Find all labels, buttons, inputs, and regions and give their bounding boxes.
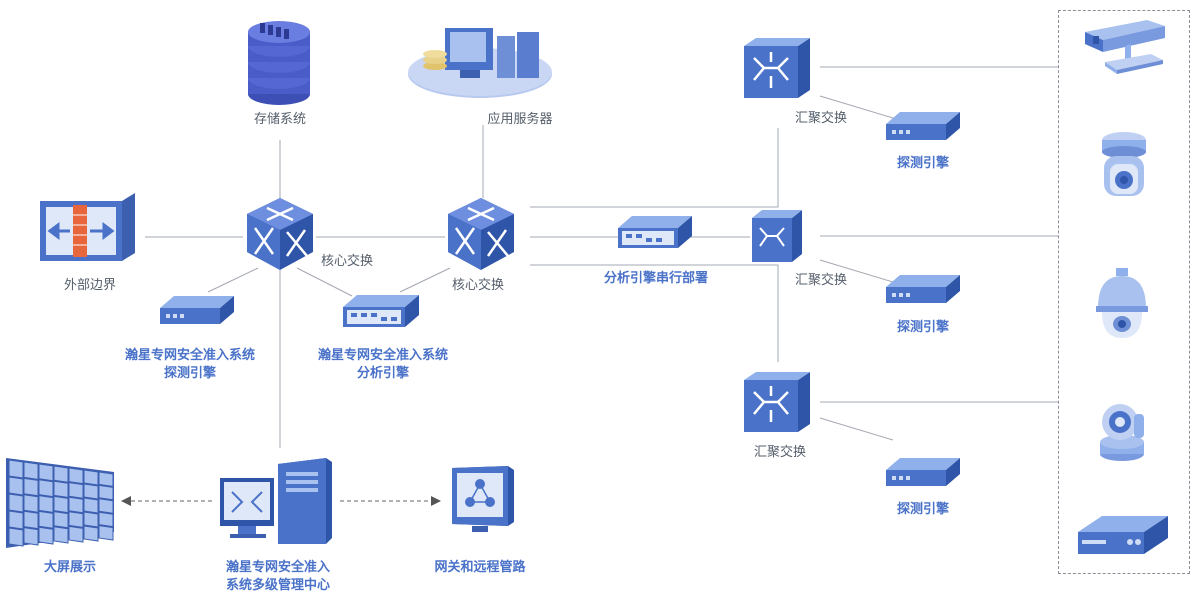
gateway-label: 网关和远程管路 (434, 559, 526, 574)
agg-switch-bottom-icon (744, 372, 810, 432)
serial-analysis-label: 分析引擎串行部署 (603, 270, 708, 285)
storage-label: 存储系统 (253, 111, 306, 126)
external-boundary-label: 外部边界 (63, 277, 116, 292)
firewall-icon (40, 193, 135, 261)
video-wall-cell (8, 459, 24, 479)
probe-engine-system-line-2: 探测引擎 (163, 365, 216, 380)
probe-bottom-label: 探测引擎 (896, 501, 949, 516)
video-wall-cell (38, 526, 54, 545)
gateway-monitor-icon (452, 466, 514, 532)
video-wall-cell (8, 493, 24, 513)
video-wall-cell (68, 511, 84, 528)
agg-switch-top-icon (744, 38, 810, 98)
storage-database-icon (248, 21, 310, 105)
video-wall-cell (98, 484, 114, 501)
probe-top-device-icon (886, 112, 960, 140)
agg-switch-middle-label: 汇聚交换 (794, 272, 847, 287)
dome-camera-icon (1102, 132, 1146, 196)
terminal-devices-group (1058, 10, 1190, 574)
core-switch-right-icon (448, 198, 514, 270)
video-wall-cell (68, 467, 84, 485)
line-core-analysis-right (399, 267, 451, 293)
management-center-line-2: 系统多级管理中心 (225, 577, 330, 592)
video-wall-cell (83, 483, 99, 500)
ceiling-dome-camera-icon (1096, 268, 1148, 338)
ptz-webcam-icon (1100, 404, 1144, 461)
video-wall-cell (23, 494, 39, 513)
analysis-engine-device-icon (343, 295, 419, 327)
line-core-probe (207, 267, 259, 293)
video-wall-cell (83, 469, 99, 486)
video-wall-cell (38, 463, 54, 482)
line-core-agg-bottom (530, 264, 779, 362)
agg-switch-top-label: 汇聚交换 (794, 110, 847, 125)
analysis-engine-system-label: 瀚星专网安全准入系统 分析引擎 (303, 346, 463, 382)
probe-engine-system-label: 瀚星专网安全准入系统 探测引擎 (110, 346, 270, 382)
video-wall-cell (53, 526, 69, 544)
video-wall-cell (8, 527, 24, 547)
video-wall-cell (38, 479, 54, 498)
line-agg-probe-top (819, 95, 894, 119)
video-wall-cell (53, 495, 69, 514)
video-wall-cell (68, 525, 84, 543)
core-switch-left-icon (247, 198, 313, 270)
management-center-icon (220, 458, 332, 544)
nvr-recorder-icon (1078, 516, 1168, 554)
big-screen-label: 大屏展示 (43, 559, 96, 574)
video-wall-cell (23, 510, 39, 530)
management-center-line-1: 瀚星专网安全准入 (225, 559, 330, 574)
probe-engine-device-icon (160, 296, 234, 324)
core-switch-left-label: 核心交换 (320, 253, 373, 268)
video-wall-cell (53, 465, 69, 483)
video-wall-cell (83, 511, 99, 528)
agg-switch-middle-icon (752, 210, 802, 262)
video-wall-cell (98, 471, 114, 487)
management-center-label: 瀚星专网安全准入 系统多级管理中心 (198, 558, 358, 594)
video-wall-cells (8, 459, 114, 547)
video-wall-cell (53, 511, 69, 529)
video-wall-cell (83, 525, 99, 542)
video-wall-cell (23, 477, 39, 497)
video-wall-cell (38, 510, 54, 529)
analysis-engine-system-line-1: 瀚星专网安全准入系统 (317, 347, 448, 362)
probe-middle-label: 探测引擎 (896, 319, 949, 334)
video-wall-cell (98, 498, 114, 514)
line-agg-probe-middle (819, 259, 894, 283)
line-core-analysis (296, 267, 353, 297)
serial-analysis-engine-icon (618, 216, 692, 248)
video-wall-cell (98, 511, 114, 528)
video-wall-cell (23, 527, 39, 546)
probe-bottom-device-icon (886, 458, 960, 486)
video-wall-cell (38, 495, 54, 513)
video-wall-cell (8, 476, 24, 496)
probe-middle-device-icon (886, 275, 960, 303)
line-agg-probe-bottom (819, 417, 894, 441)
core-switch-right-label: 核心交换 (451, 277, 504, 292)
video-wall-cell (83, 497, 99, 514)
bullet-camera-icon (1085, 20, 1165, 74)
probe-top-label: 探测引擎 (896, 155, 949, 170)
video-wall-cell (98, 525, 114, 541)
probe-engine-system-line-1: 瀚星专网安全准入系统 (124, 347, 255, 362)
video-wall-cell (23, 461, 39, 480)
analysis-engine-system-line-2: 分析引擎 (356, 365, 409, 380)
line-core-agg-top (530, 128, 779, 208)
video-wall-cell (68, 482, 84, 499)
video-wall-cell (8, 510, 24, 530)
video-wall-cell (68, 496, 84, 514)
video-wall-icon (6, 458, 114, 548)
app-server-icon (408, 28, 552, 98)
agg-switch-bottom-label: 汇聚交换 (753, 444, 806, 459)
video-wall-cell (53, 480, 69, 498)
app-server-label: 应用服务器 (487, 111, 553, 126)
